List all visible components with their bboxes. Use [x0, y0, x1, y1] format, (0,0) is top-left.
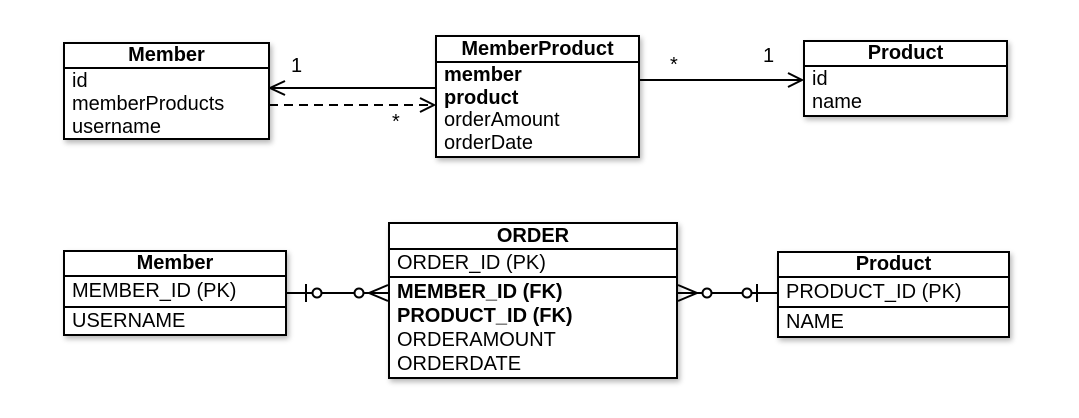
er-column-order-id: ORDER_ID (PK) [390, 250, 676, 278]
er-table-order[interactable]: ORDER ORDER_ID (PK) MEMBER_ID (FK) PRODU… [388, 222, 678, 379]
er-column-member-id: MEMBER_ID (PK) [65, 277, 285, 308]
er-column-orderdate: ORDERDATE [397, 353, 522, 375]
uml-class-memberproduct-attributes: member product orderAmount orderDate [437, 63, 638, 156]
er-table-member-title: Member [65, 252, 285, 277]
uml-attribute: id [72, 70, 88, 92]
uml-attribute: id [812, 68, 828, 90]
uml-attribute: orderDate [444, 131, 533, 154]
multiplicity-many-near-memberproduct-right: * [670, 54, 678, 76]
er-table-member[interactable]: Member MEMBER_ID (PK) USERNAME [63, 250, 287, 336]
multiplicity-one-near-product: 1 [763, 45, 775, 67]
multiplicity-many-near-memberproduct-left: * [392, 111, 400, 133]
er-relationship-order-product [677, 284, 777, 302]
uml-attribute: memberProducts [72, 93, 225, 115]
uml-attribute: product [444, 86, 519, 109]
uml-class-memberproduct-title: MemberProduct [437, 37, 638, 63]
uml-class-member[interactable]: Member id memberProducts username [63, 42, 270, 140]
uml-class-product[interactable]: Product id name [803, 40, 1008, 117]
er-table-order-columns: MEMBER_ID (FK) PRODUCT_ID (FK) ORDERAMOU… [390, 278, 676, 377]
uml-dependency-member-to-memberproduct [269, 97, 437, 113]
uml-class-memberproduct[interactable]: MemberProduct member product orderAmount… [435, 35, 640, 158]
er-column-member-fk: MEMBER_ID (FK) [397, 281, 563, 303]
er-column-product-id: PRODUCT_ID (PK) [779, 278, 1008, 308]
er-table-product[interactable]: Product PRODUCT_ID (PK) NAME [777, 251, 1010, 338]
uml-attribute: name [812, 91, 863, 113]
er-column-product-fk: PRODUCT_ID (FK) [397, 305, 573, 327]
uml-attribute: member [444, 64, 522, 86]
uml-class-product-title: Product [805, 42, 1006, 67]
uml-class-product-attributes: id name [805, 67, 1006, 115]
er-column-orderamount: ORDERAMOUNT [397, 329, 556, 351]
er-table-order-title: ORDER [390, 224, 676, 250]
uml-association-memberproduct-to-member [267, 80, 435, 96]
uml-association-memberproduct-to-product [640, 72, 805, 88]
er-column-name: NAME [786, 310, 844, 333]
er-column-username: USERNAME [72, 309, 186, 332]
multiplicity-one-near-member: 1 [291, 55, 303, 77]
er-table-product-title: Product [779, 253, 1008, 278]
uml-class-member-attributes: id memberProducts username [65, 69, 268, 139]
er-relationship-member-order [287, 284, 389, 302]
uml-attribute: username [72, 116, 161, 138]
uml-class-member-title: Member [65, 44, 268, 69]
uml-attribute: orderAmount [444, 109, 560, 131]
